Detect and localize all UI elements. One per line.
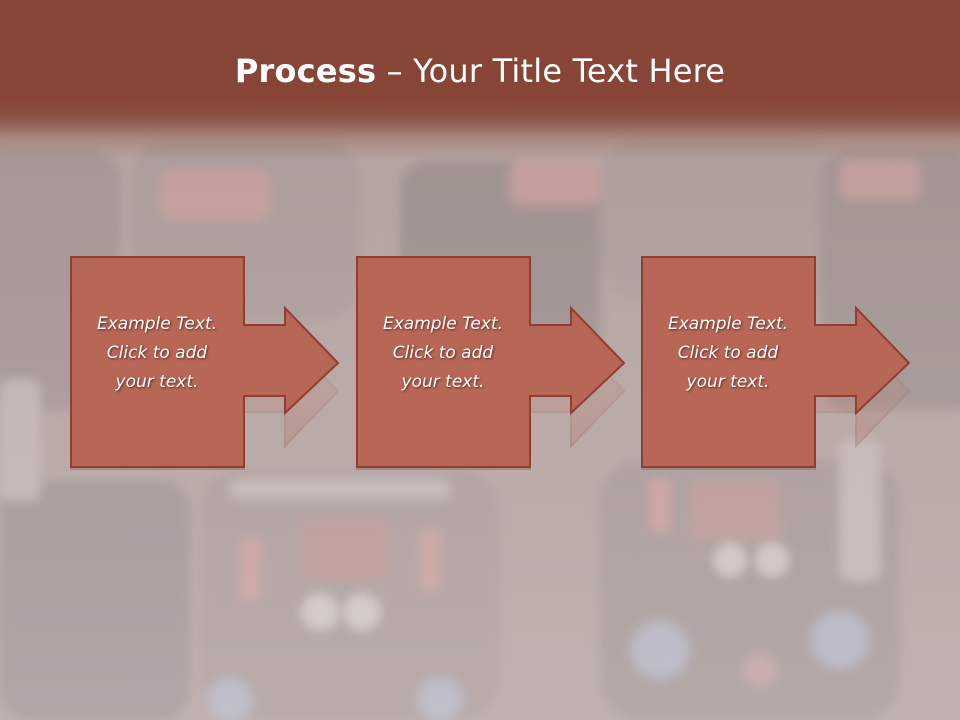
process-step-3[interactable]: Example Text. Click to add your text. xyxy=(641,256,911,468)
step-3-line-2: Click to add xyxy=(677,343,779,363)
step-3-arrow-shape xyxy=(641,256,911,468)
step-1-text: Example Text. Click to add your text. xyxy=(72,310,242,397)
title-band xyxy=(0,0,960,160)
step-1-line-1: Example Text. xyxy=(96,314,218,334)
slide-title[interactable]: Process – Your Title Text Here xyxy=(0,52,960,90)
step-1-line-3: your text. xyxy=(115,372,199,392)
step-3-line-3: your text. xyxy=(686,372,770,392)
step-2-arrow-shape xyxy=(356,256,626,468)
title-dash: – xyxy=(376,52,414,90)
step-1-line-2: Click to add xyxy=(106,343,208,363)
step-3-text: Example Text. Click to add your text. xyxy=(643,310,813,397)
step-2-line-2: Click to add xyxy=(392,343,494,363)
title-rest-text: Your Title Text Here xyxy=(413,52,726,90)
step-2-line-3: your text. xyxy=(401,372,485,392)
process-step-2[interactable]: Example Text. Click to add your text. xyxy=(356,256,626,468)
title-bold-text: Process xyxy=(234,52,377,90)
step-1-arrow-shape xyxy=(70,256,340,468)
step-2-line-1: Example Text. xyxy=(382,314,504,334)
step-2-text: Example Text. Click to add your text. xyxy=(358,310,528,397)
process-step-1[interactable]: Example Text. Click to add your text. xyxy=(70,256,340,468)
step-3-line-1: Example Text. xyxy=(667,314,789,334)
